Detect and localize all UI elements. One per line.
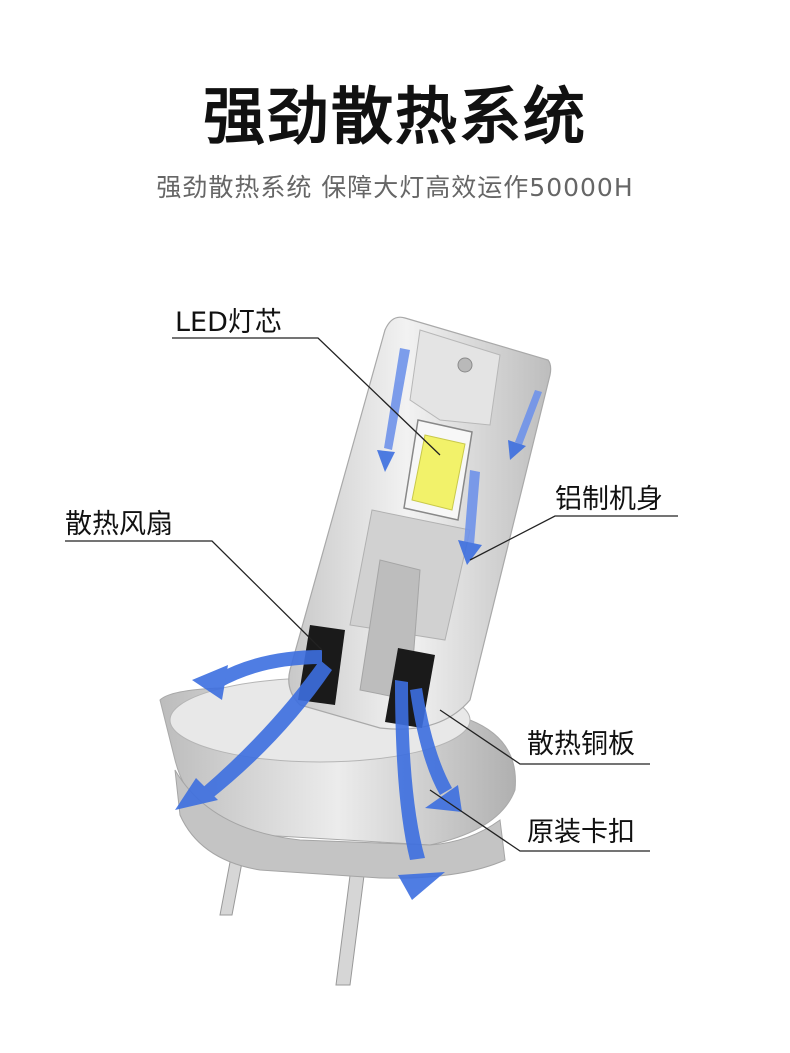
- leader-lines: [65, 337, 678, 852]
- aluminum-body: [288, 316, 552, 730]
- leader-original-clip: [429, 789, 650, 852]
- leader-cooling-fan: [65, 540, 323, 651]
- leader-aluminum-body: [469, 515, 678, 561]
- led-chip: [403, 419, 473, 521]
- label-original-clip: 原装卡扣: [527, 817, 635, 848]
- leader-copper-plate: [439, 709, 650, 765]
- page-subtitle: 强劲散热系统 保障大灯高效运作50000H: [156, 173, 634, 202]
- label-cooling-fan: 散热风扇: [65, 509, 173, 540]
- page-title: 强劲散热系统: [202, 80, 587, 153]
- label-led-chip: LED灯芯: [175, 307, 282, 338]
- airflow-arrow-icon: [175, 348, 542, 900]
- label-copper-plate: 散热铜板: [527, 729, 635, 760]
- label-aluminum-body: 铝制机身: [555, 484, 663, 515]
- leader-led-chip: [172, 337, 441, 456]
